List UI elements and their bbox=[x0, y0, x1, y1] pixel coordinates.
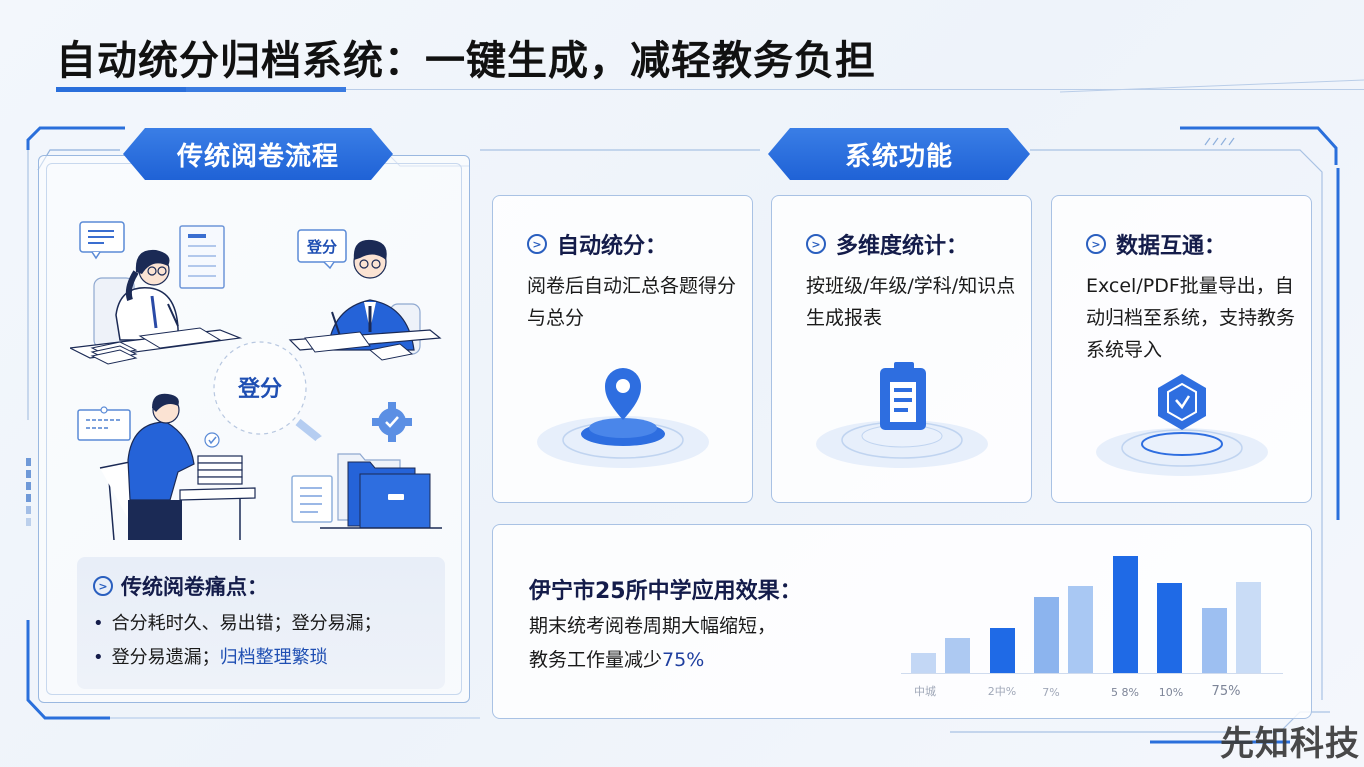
chat-bubble-icon bbox=[79, 221, 125, 260]
note-icon bbox=[77, 406, 131, 441]
feature-title: 数据互通： bbox=[1116, 234, 1227, 259]
results-line-2: 教务工作量减少75% bbox=[529, 649, 705, 671]
results-line-1: 期末统考阅卷周期大幅缩短， bbox=[529, 615, 777, 637]
feature-description: Excel/PDF批量导出，自动归档至系统，支持教务系统导入 bbox=[1086, 275, 1296, 361]
location-pin-icon bbox=[536, 368, 709, 468]
chart-tick-label: 2中% bbox=[987, 685, 1017, 698]
pain-points-title: 传统阅卷痛点： bbox=[121, 575, 268, 599]
title-underline bbox=[186, 87, 346, 92]
workload-reduction-value: 75% bbox=[662, 649, 705, 671]
feature-card-data-interop: > 数据互通： Excel/PDF批量导出，自动归档至系统，支持教务系统导入 bbox=[1051, 195, 1312, 503]
clipboard-icon bbox=[815, 362, 988, 468]
chart-bar bbox=[1157, 583, 1182, 673]
results-panel: 伊宁市25所中学应用效果： 期末统考阅卷周期大幅缩短， 教务工作量减少75% 中… bbox=[492, 524, 1312, 719]
chevron-circle-icon: > bbox=[1086, 234, 1106, 254]
pain-points-box: > 传统阅卷痛点： •合分耗时久、易出错；登分易漏； •登分易遗漏；归档整理繁琐 bbox=[77, 557, 445, 689]
results-title: 伊宁市25所中学应用效果： bbox=[529, 579, 802, 604]
chart-tick-label: 10% bbox=[1158, 686, 1184, 699]
traditional-grading-illustration: 登分 登分 bbox=[70, 221, 442, 540]
feature-description: 阅卷后自动汇总各题得分与总分 bbox=[527, 275, 737, 329]
paper-stack-icon bbox=[197, 455, 243, 485]
pain-point-item: •合分耗时久、易出错；登分易漏； bbox=[93, 613, 382, 634]
pain-point-item: •登分易遗漏；归档整理繁琐 bbox=[93, 647, 328, 668]
score-entry-circle bbox=[213, 341, 307, 435]
chevron-circle-icon: > bbox=[806, 234, 826, 254]
svg-text:登分: 登分 bbox=[237, 377, 282, 402]
page-title: 自动统分归档系统：一键生成，减轻教务负担 bbox=[56, 38, 876, 84]
shield-download-icon bbox=[1095, 374, 1268, 476]
brand-watermark: 先知科技 bbox=[1220, 724, 1360, 764]
clerk-figure bbox=[99, 393, 195, 540]
chart-bar bbox=[1068, 586, 1093, 673]
chart-bar bbox=[945, 638, 970, 673]
teacher-female-figure bbox=[93, 249, 179, 349]
chart-bar bbox=[1034, 597, 1059, 673]
gear-check-icon bbox=[372, 402, 412, 442]
document-icon-2 bbox=[291, 475, 333, 523]
chart-bar bbox=[1202, 608, 1227, 673]
chart-bar bbox=[990, 628, 1015, 673]
chart-bar bbox=[1113, 556, 1138, 673]
feature-description: 按班级/年级/学科/知识点生成报表 bbox=[806, 275, 1016, 329]
chart-tick-label: 75% bbox=[1211, 684, 1241, 699]
svg-text:登分: 登分 bbox=[306, 238, 337, 256]
score-bubble: 登分 bbox=[297, 229, 347, 270]
chart-bar bbox=[911, 653, 936, 673]
feature-title: 自动统分： bbox=[557, 234, 668, 259]
results-bar-chart: 中城 2中% 7% 5 8% 10% 75% bbox=[901, 547, 1293, 707]
feature-title: 多维度统计： bbox=[836, 234, 969, 259]
feature-card-multi-dim-stats: > 多维度统计： 按班级/年级/学科/知识点生成报表 bbox=[771, 195, 1032, 503]
chevron-circle-icon: > bbox=[93, 576, 113, 596]
title-underline bbox=[56, 87, 186, 92]
chart-bar bbox=[1236, 582, 1261, 673]
chart-tick-label: 中城 bbox=[914, 685, 936, 698]
feature-card-auto-scoring: > 自动统分： 阅卷后自动汇总各题得分与总分 bbox=[492, 195, 753, 503]
chart-tick-label: 5 8% bbox=[1111, 686, 1139, 699]
document-icon bbox=[179, 225, 225, 289]
folder-icon bbox=[320, 453, 442, 529]
pain-point-highlight: 归档整理繁琐 bbox=[219, 647, 328, 668]
chart-tick-label: 7% bbox=[1042, 686, 1060, 699]
traditional-process-banner: 传统阅卷流程 bbox=[123, 128, 393, 180]
title-underline bbox=[346, 89, 1364, 90]
chevron-circle-icon: > bbox=[527, 234, 547, 254]
system-features-banner: 系统功能 bbox=[768, 128, 1030, 180]
